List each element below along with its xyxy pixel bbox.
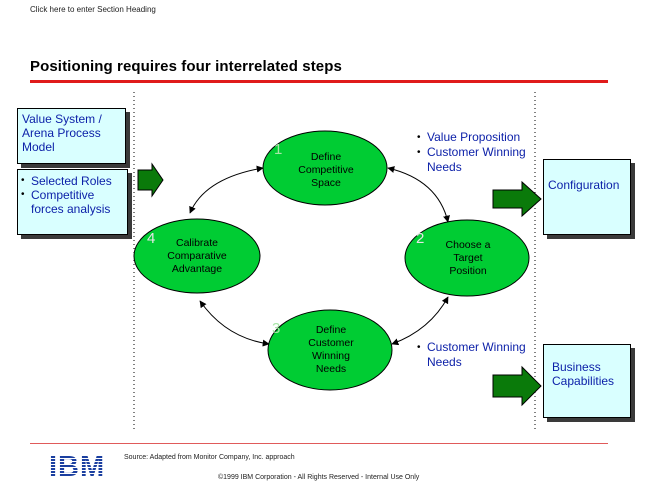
top-annotation: Value Proposition Customer Winning Needs	[417, 130, 537, 175]
step-4-label-line: Comparative	[167, 250, 227, 262]
step-4-label-line: Advantage	[172, 263, 222, 275]
title-divider	[30, 80, 608, 83]
configuration-label: Configuration	[548, 178, 620, 192]
step-1-label-line: Space	[311, 177, 341, 189]
arrow-step4-step3	[199, 300, 270, 347]
bottom-annotation: Customer Winning Needs	[417, 340, 527, 370]
input-block-arrow	[137, 162, 164, 198]
step-3-label-line: Needs	[316, 363, 346, 375]
step-1-ellipse	[262, 130, 388, 206]
roles-list: Selected Roles Competitive forces analys…	[21, 174, 124, 216]
step-2-label-line: Position	[449, 265, 487, 277]
section-heading[interactable]: Click here to enter Section Heading	[30, 5, 156, 14]
svg-text:IBM: IBM	[49, 451, 105, 480]
step-1-label-line: Competitive	[298, 164, 354, 176]
business-capabilities-box: Business Capabilities	[543, 344, 631, 418]
arrow-step1-step4	[189, 165, 264, 214]
step-1-label-line: Define	[311, 151, 342, 163]
slide-title: Positioning requires four interrelated s…	[30, 58, 342, 75]
step-3-ellipse	[267, 309, 393, 391]
annotation-item: Customer Winning Needs	[417, 145, 537, 175]
step-3-label-line: Customer	[308, 337, 354, 349]
step-4-number: 4	[147, 230, 155, 247]
step-4-label-line: Calibrate	[176, 237, 218, 249]
step-3-label-line: Winning	[312, 350, 350, 362]
step-2-ellipse	[404, 219, 530, 297]
source-note: Source: Adapted from Monitor Company, In…	[124, 454, 295, 461]
business-capabilities-label: Business Capabilities	[552, 360, 615, 388]
step-1-number: 1	[274, 141, 282, 158]
step-3-label-line: Define	[316, 324, 347, 336]
step-2-number: 2	[416, 230, 424, 247]
annotation-item: Value Proposition	[417, 130, 537, 145]
step-3-number: 3	[272, 320, 280, 337]
configuration-box: Configuration	[543, 159, 631, 235]
footer-divider	[30, 443, 608, 444]
roles-list-item: Selected Roles	[21, 174, 124, 188]
value-system-box: Value System / Arena Process Model	[17, 108, 126, 164]
arrow-step2-step3	[391, 296, 449, 346]
ibm-logo: IBM	[49, 451, 105, 480]
copyright-note: ©1999 IBM Corporation - All Rights Reser…	[218, 474, 420, 481]
annotation-item: Customer Winning Needs	[417, 340, 527, 370]
roles-list-item: Competitive forces analysis	[21, 188, 124, 216]
arrow-step1-step2	[387, 166, 450, 223]
configuration-block-arrow	[492, 180, 542, 218]
step-4-ellipse	[133, 218, 261, 294]
business-capabilities-block-arrow	[492, 365, 542, 407]
roles-box: Selected Roles Competitive forces analys…	[17, 169, 128, 235]
bottom-annotation-list: Customer Winning Needs	[417, 340, 527, 370]
top-annotation-list: Value Proposition Customer Winning Needs	[417, 130, 537, 175]
step-2-label-line: Choose a	[446, 239, 491, 251]
value-system-text: Value System / Arena Process Model	[22, 112, 102, 154]
step-2-label-line: Target	[453, 252, 482, 264]
